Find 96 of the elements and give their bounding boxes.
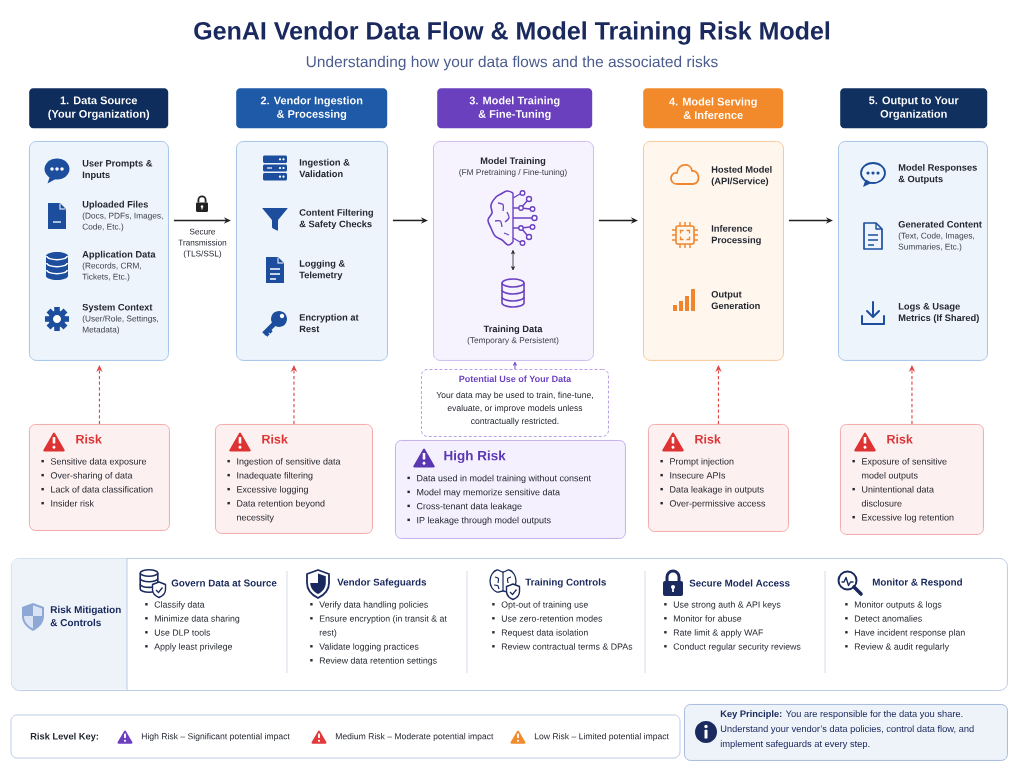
node-label: Review & audit regularly xyxy=(854,643,950,652)
control-list: Monitor outputs & logs Detect anomalies Have incident response plan Review & audit regularly xyxy=(845,601,965,652)
node-label: Unintentional data disclosure xyxy=(861,485,934,507)
stage-panel xyxy=(643,141,784,361)
node-label: Verify data handling policies xyxy=(319,601,428,610)
item-label: Ingestion & Validation xyxy=(299,158,350,178)
node-label: Use DLP tools xyxy=(154,629,211,636)
risk-box: Risk Ingestion of sensitive data Inadequate filtering Excessive logging Data retention beyond necessity xyxy=(215,424,373,534)
node-label: Cross-tenant data leakage xyxy=(416,502,522,512)
item-label: Hosted Model (API/Service) xyxy=(711,165,772,187)
node-label: Classify data xyxy=(154,601,205,610)
node-label: Data leakage in outputs xyxy=(670,485,764,495)
item-label: Application Data (Records, CRM, Tickets, Etc.) xyxy=(82,250,156,282)
title: GenAI Vendor Data Flow & Model Training Risk Model xyxy=(194,21,830,45)
double-arrow xyxy=(511,250,515,271)
item-label: Encryption at Rest xyxy=(299,313,359,333)
item-label: Output Generation xyxy=(711,290,760,310)
stage-header: 5. Output to Your Organization xyxy=(840,88,988,129)
node-label: Data used in model training without consent xyxy=(417,474,591,484)
item-label: Logging & Telemetry xyxy=(299,259,345,281)
node-label: Detect anomalies xyxy=(854,615,922,622)
risk-box: Risk Sensitive data exposure Over-sharing of data Lack of data classification Insider risk xyxy=(29,424,170,531)
node-label: Monitor outputs & logs xyxy=(854,601,942,610)
node-label: Monitor for abuse xyxy=(673,615,742,622)
item-label: Training Data (Temporary & Persistent) xyxy=(467,325,559,345)
node-label: Use zero-retention modes xyxy=(501,615,603,622)
node-label: Excessive logging xyxy=(237,485,308,495)
node-label: Have incident response plan xyxy=(854,629,965,638)
stage-header: 3. Model Training & Fine-Tuning xyxy=(437,88,593,129)
item-label: User Prompts & Inputs xyxy=(82,160,153,180)
node-label: Ingestion of sensitive data xyxy=(237,457,341,467)
item-label: Logs & Usage Metrics (If Shared) xyxy=(898,303,979,323)
item-label: Model Responses & Outputs xyxy=(898,163,977,185)
stage-panel xyxy=(236,141,388,361)
node-label: Risk xyxy=(695,434,721,444)
node-label: Model may memorize sensitive data xyxy=(417,488,560,498)
item-label: Content Filtering & Safety Checks xyxy=(299,208,373,230)
node-label: Over-permissive access xyxy=(669,499,766,509)
node-label: High Risk xyxy=(444,450,506,464)
control-list: Use strong auth & API keys Monitor for abuse Rate limit & apply WAF Conduct regular security reviews xyxy=(664,601,801,652)
item-label: Model Training (FM Pretraining / Fine-tuning) xyxy=(459,157,567,177)
control-list: Opt-out of training use Use zero-retention modes Request data isolation Review contractual terms & DPAs xyxy=(492,601,633,650)
column-heading: Secure Model Access xyxy=(689,579,790,587)
subtitle: Understanding how your data flows and the associated risks xyxy=(306,55,718,71)
node-label: Excessive log retention xyxy=(862,513,954,523)
item-label: Generated Content (Text, Code, Images, Summaries, Etc.) xyxy=(898,220,982,252)
column-heading: Training Controls xyxy=(525,578,606,588)
note-box: Potential Use of Your Data Your data may be used to train, fine-tune, evaluate, or improve models unless contractually restricted. xyxy=(421,369,609,437)
stage-header: 4. Model Serving & Inference xyxy=(643,88,784,129)
legend-label: High Risk – Significant potential impact xyxy=(141,733,290,741)
node-label: Validate logging practices xyxy=(319,643,419,652)
node-label: Rate limit & apply WAF xyxy=(673,629,763,638)
legend-label: Low Risk – Limited potential impact xyxy=(534,733,669,741)
node-label: Opt-out of training use xyxy=(501,601,588,610)
item-label: Uploaded Files (Docs, PDFs, Images, Code, Etc.) xyxy=(82,200,163,232)
node-label: Data retention beyond necessity xyxy=(237,499,325,523)
stage-header: 2. Vendor Ingestion & Processing xyxy=(236,88,388,129)
control-list: Verify data handling policies Ensure encryption (in transit & at rest) Validate logging practices Review data retention settings xyxy=(310,601,447,666)
stage-panel xyxy=(433,141,594,361)
legend-title: Risk Level Key: xyxy=(30,732,99,742)
edge-label: Secure Transmission (TLS/SSL) xyxy=(178,228,227,259)
column-heading: Govern Data at Source xyxy=(171,579,277,587)
node-label: Risk xyxy=(887,434,913,444)
node-label: IP leakage through model outputs xyxy=(417,516,551,526)
control-list: Classify data Minimize data sharing Use DLP tools Apply least privilege xyxy=(145,601,240,652)
note-box: Key Principle: You are responsible for the data you share. Understand your vendor’s data policies, control data flow, and implement safeguards at every step. xyxy=(684,704,1008,761)
node-label: Review data retention settings xyxy=(319,657,437,666)
node-label: Risk xyxy=(262,434,288,444)
node-label: Insecure APIs xyxy=(670,472,726,479)
node-label: Lack of data classification xyxy=(51,485,153,493)
risk-box: Risk Prompt injection Insecure APIs Data leakage in outputs Over-permissive access xyxy=(648,424,789,532)
risk-box: High Risk Data used in model training without consent Model may memorize sensitive data Cross-tenant data leakage IP leakage through model outputs xyxy=(395,440,626,539)
node-label: Over-sharing of data xyxy=(50,471,133,481)
node-label: Ensure encryption (in transit & at rest) xyxy=(319,615,447,638)
node-label: Request data isolation xyxy=(501,629,588,638)
node-label: Insider risk xyxy=(51,499,94,507)
node-label: Review contractual terms & DPAs xyxy=(501,643,633,650)
node-label: Prompt injection xyxy=(670,457,734,467)
node-label: Conduct regular security reviews xyxy=(673,643,801,652)
risk-box: Risk Exposure of sensitive model outputs Unintentional data disclosure Excessive log retention xyxy=(840,424,984,535)
node-label: Sensitive data exposure xyxy=(50,457,147,467)
node-label: Exposure of sensitive model outputs xyxy=(862,457,947,481)
column-heading: Vendor Safeguards xyxy=(337,578,427,588)
node-label: Apply least privilege xyxy=(154,643,233,652)
item-label: Inference Processing xyxy=(711,224,761,246)
node-label: Risk xyxy=(76,434,102,444)
node-label: Inadequate filtering xyxy=(237,471,313,481)
legend-label: Medium Risk – Moderate potential impact xyxy=(335,733,494,741)
column-heading: Monitor & Respond xyxy=(872,578,962,588)
node-label: Minimize data sharing xyxy=(154,615,240,624)
item-label: System Context (User/Role, Settings, Metadata) xyxy=(82,303,158,335)
node-label: Use strong auth & API keys xyxy=(673,601,781,610)
stage-panel xyxy=(29,141,169,361)
stage-panel xyxy=(838,141,988,361)
stage-header: 1. Data Source (Your Organization) xyxy=(29,88,169,129)
arrow xyxy=(513,361,517,370)
